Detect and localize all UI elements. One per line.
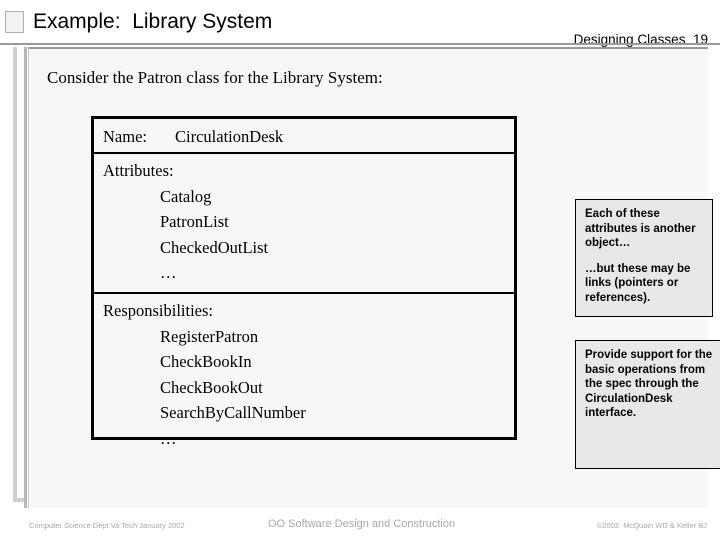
- left-accent-bar-inner: [24, 47, 27, 508]
- crc-name-section: Name: CirculationDesk: [94, 119, 514, 154]
- left-accent-bar-outer: [13, 47, 17, 502]
- callout-paragraph: Provide support for the basic operations…: [585, 349, 713, 419]
- list-item: CheckBookIn: [160, 352, 252, 371]
- crc-card: Name: CirculationDesk Attributes: Catalog…: [91, 116, 517, 448]
- footer-course-title: OO Software Design and Construction: [268, 518, 456, 530]
- crc-attributes-section: Attributes: Catalog PatronList CheckedOu…: [94, 154, 514, 294]
- list-item: CheckedOutList: [160, 237, 269, 257]
- crc-responsibilities-label: Responsibilities:: [103, 301, 214, 320]
- crc-name-value: CirculationDesk: [175, 127, 284, 146]
- footer-attribution: Computer Science Dept Va Tech January 20…: [29, 521, 185, 530]
- list-item: PatronList: [160, 212, 229, 231]
- intro-text: Consider the Patron class for the Librar…: [47, 68, 383, 87]
- content-panel: Consider the Patron class for the Librar…: [28, 47, 720, 508]
- slide-header: Example: Library System Designing Classe…: [0, 0, 720, 47]
- crc-responsibilities-section: Responsibilities: RegisterPatron CheckBo…: [94, 294, 514, 448]
- callout-attributes-note: Each of these attributes is another obje…: [575, 199, 713, 317]
- crc-attributes-label: Attributes:: [103, 161, 174, 180]
- crc-name-label: Name:: [103, 127, 147, 146]
- list-item: SearchByCallNumber: [160, 403, 306, 422]
- list-item: Catalog: [160, 186, 212, 206]
- slide-footer: Computer Science Dept Va Tech January 20…: [0, 512, 720, 540]
- list-item: …: [160, 428, 177, 448]
- list-item: RegisterPatron: [160, 326, 259, 346]
- callout-paragraph: Each of these attributes is another obje…: [585, 208, 696, 249]
- footer-copyright: ©2002 McQuain WD & Keller BJ: [596, 521, 707, 530]
- square-bullet-icon: [5, 11, 24, 33]
- left-accent-bar-foot: [13, 498, 27, 502]
- callout-responsibilities-note: Provide support for the basic operations…: [575, 340, 720, 469]
- header-divider: [0, 43, 720, 45]
- callout-paragraph: …but these may be links (pointers or ref…: [585, 262, 691, 304]
- list-item: CheckBookOut: [160, 377, 263, 397]
- list-item: …: [160, 263, 177, 282]
- page-title: Example: Library System: [33, 10, 273, 33]
